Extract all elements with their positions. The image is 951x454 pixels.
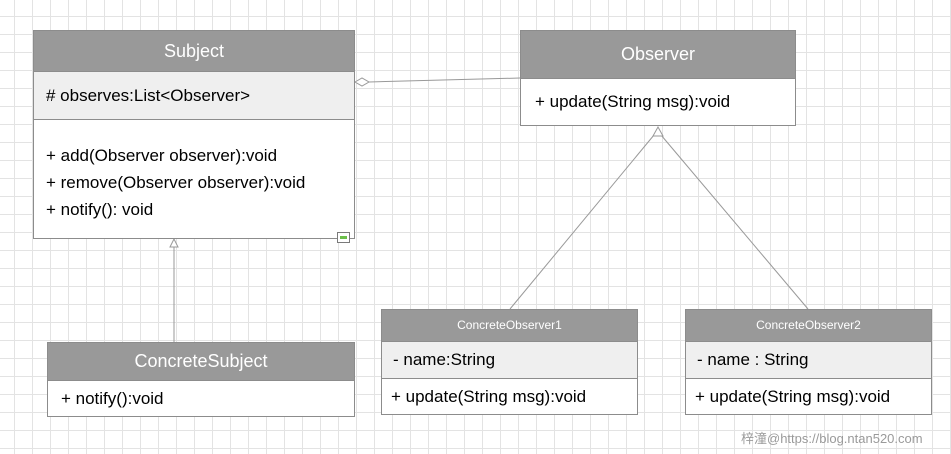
operation: + update(String msg):void	[695, 387, 891, 406]
watermark: 梓潼@https://blog.ntan520.com	[741, 431, 923, 446]
operations-compartment: + update(String msg):void	[382, 379, 637, 414]
attributes-compartment: # observes:List<Observer>	[34, 72, 354, 120]
operation: + add(Observer observer):void	[46, 146, 278, 165]
operations-compartment: + notify():void	[48, 381, 354, 416]
aggregation-diamond	[353, 77, 371, 87]
generalization-arrowhead-subject	[169, 237, 179, 248]
attribute: - name : String	[697, 350, 809, 369]
generalization-arrowhead-observer	[652, 125, 664, 137]
attribute: - name:String	[393, 350, 496, 369]
generalization-edge-concrete-observer-1[interactable]	[509, 134, 655, 310]
class-name: ConcreteObserver1	[382, 310, 637, 342]
collapse-icon[interactable]	[337, 232, 350, 243]
class-observer[interactable]: Observer + update(String msg):void	[520, 30, 796, 126]
attribute: # observes:List<Observer>	[46, 86, 251, 105]
class-concrete-subject[interactable]: ConcreteSubject + notify():void	[47, 342, 355, 417]
class-concrete-observer-2[interactable]: ConcreteObserver2 - name : String + upda…	[685, 309, 932, 415]
class-name: Subject	[34, 31, 354, 72]
operations-compartment: + update(String msg):void	[686, 379, 931, 414]
attributes-compartment: - name:String	[382, 342, 637, 379]
operation: + update(String msg):void	[391, 387, 587, 406]
operations-compartment: + update(String msg):void	[521, 79, 795, 125]
class-name: ConcreteObserver2	[686, 310, 931, 342]
aggregation-edge-subject-observer[interactable]	[368, 77, 521, 83]
class-name: ConcreteSubject	[48, 343, 354, 381]
generalization-edge-concrete-observer-2[interactable]	[660, 134, 809, 310]
operation: + notify():void	[61, 389, 164, 408]
operation: + notify(): void	[46, 200, 154, 219]
class-subject[interactable]: Subject # observes:List<Observer> + add(…	[33, 30, 355, 239]
class-concrete-observer-1[interactable]: ConcreteObserver1 - name:String + update…	[381, 309, 638, 415]
operation: + remove(Observer observer):void	[46, 173, 306, 192]
class-name: Observer	[521, 31, 795, 79]
operation: + update(String msg):void	[535, 92, 731, 111]
attributes-compartment: - name : String	[686, 342, 931, 379]
operations-compartment: + add(Observer observer):void + remove(O…	[34, 120, 354, 238]
